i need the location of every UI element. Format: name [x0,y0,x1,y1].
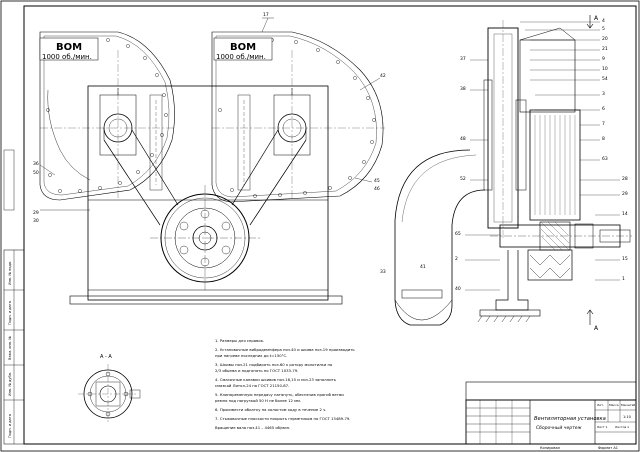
svg-text:3: 3 [602,91,605,97]
section-aa: А - А [78,354,141,424]
svg-text:28: 28 [622,176,628,182]
bom-left: BOM [56,42,82,53]
fan-label-left: BOM 1000 об./мин. [39,37,99,61]
svg-text:21: 21 [602,46,608,52]
note-4: 3. Шкивы поз.21 подбирать поз.60 к ротор… [215,362,333,367]
balloon-30: 30 [33,218,39,224]
left-fan-housing [39,31,175,201]
svg-text:33: 33 [380,269,386,275]
doc-type: Сборочный чертеж [536,425,582,431]
support-stand [495,250,529,311]
balloon-50: 50 [33,170,39,176]
balloon-45: 45 [374,178,380,184]
title-block-text: Вентиляторная установка Сборочный чертеж… [534,403,635,450]
balloon-46: 46 [374,186,380,192]
svg-text:2: 2 [455,256,458,262]
balloon-42: 42 [380,73,386,79]
note-8: 5. Клиноременную передачу натянуть, обес… [215,392,344,397]
title-block [465,381,637,445]
note-3: при нагреве последних до t=150°С. [215,353,287,358]
lit-label: Лит. [597,403,604,407]
svg-text:29: 29 [622,191,628,197]
svg-text:1: 1 [622,276,625,282]
pulley-section [527,249,573,281]
scale-value: 1:10 [623,415,631,419]
side-stamp-column: Подп. и дата Инв. № дубл. Взам. инв. № П… [3,149,25,445]
sheets-label: Листов 1 [615,425,629,429]
side-view [394,15,632,326]
format-label: Формат A1 [598,446,618,450]
svg-text:7: 7 [602,121,605,127]
stamp-4: Подп. и дата [8,301,12,325]
note-7: смазкой Литол-24 по ГОСТ 21150-87. [215,383,289,388]
note-12: Вращение вала поз.41 – 4465 об/мин. [215,425,290,430]
note-6: 4. Смазочные канавки шкивов поз.16,15 и … [215,377,337,382]
balloon-17: 17 [263,12,269,18]
note-9: ремня под нагрузкой 50 Н не более 12 мм. [215,398,301,403]
svg-text:5: 5 [602,26,605,32]
svg-text:15: 15 [622,256,628,262]
svg-text:6: 6 [602,106,605,112]
balloon-29: 29 [33,210,39,216]
note-11: 7. Стыковочные плоскости покрыть гермети… [215,416,351,421]
view-label-a: А [594,15,599,22]
front-view [39,17,385,305]
product-name: Вентиляторная установка [534,416,606,422]
svg-text:10: 10 [602,66,608,72]
air-duct [394,149,486,326]
bom-right: BOM [230,42,256,53]
front-view-balloons: 17 42 45 46 36 50 29 30 [33,12,386,224]
svg-text:41: 41 [420,264,426,270]
view-label-a-bottom: А [594,325,599,332]
mass-label: Масса [609,403,619,407]
balloon-36: 36 [33,161,39,167]
drawing-frame [23,5,637,445]
note-10: 6. Произвести обкатку на холостом ходу в… [215,407,327,412]
svg-text:20: 20 [602,36,608,42]
svg-text:9: 9 [602,56,605,62]
svg-text:54: 54 [602,76,608,82]
svg-text:40: 40 [455,286,461,292]
stamp-1: Подп. и дата [8,414,12,438]
sheet-label: Лист 1 [597,425,608,429]
svg-text:14: 14 [622,211,628,217]
machine-frame [87,85,329,301]
section-label: А - А [100,354,112,360]
copied-label: Копировал [540,446,560,450]
note-2: 2. Установочные вибродемпфера поз.40 и ш… [215,347,355,352]
scale-label: Масштаб [621,403,635,407]
note-1: 1. Размеры для справок. [215,338,264,343]
speed-left: 1000 об./мин. [42,53,92,61]
svg-text:37: 37 [460,56,466,62]
speed-right: 1000 об./мин. [216,53,266,61]
svg-text:48: 48 [460,136,466,142]
svg-text:4: 4 [602,18,605,24]
stamp-2: Инв. № дубл. [8,372,12,396]
fan-label-right: BOM 1000 об./мин. [213,37,273,61]
note-5: 2/3 обьема и подгонять по ГОСТ 1033-79. [215,368,298,373]
svg-text:65: 65 [455,231,461,237]
technical-notes: 1. Размеры для справок. 2. Установочные … [215,338,355,430]
svg-text:38: 38 [460,86,466,92]
svg-text:52: 52 [460,176,466,182]
svg-text:8: 8 [602,136,605,142]
svg-text:63: 63 [602,156,608,162]
stamp-3: Взам. инв. № [8,336,12,360]
stamp-5: Инв. № подл. [8,261,12,285]
